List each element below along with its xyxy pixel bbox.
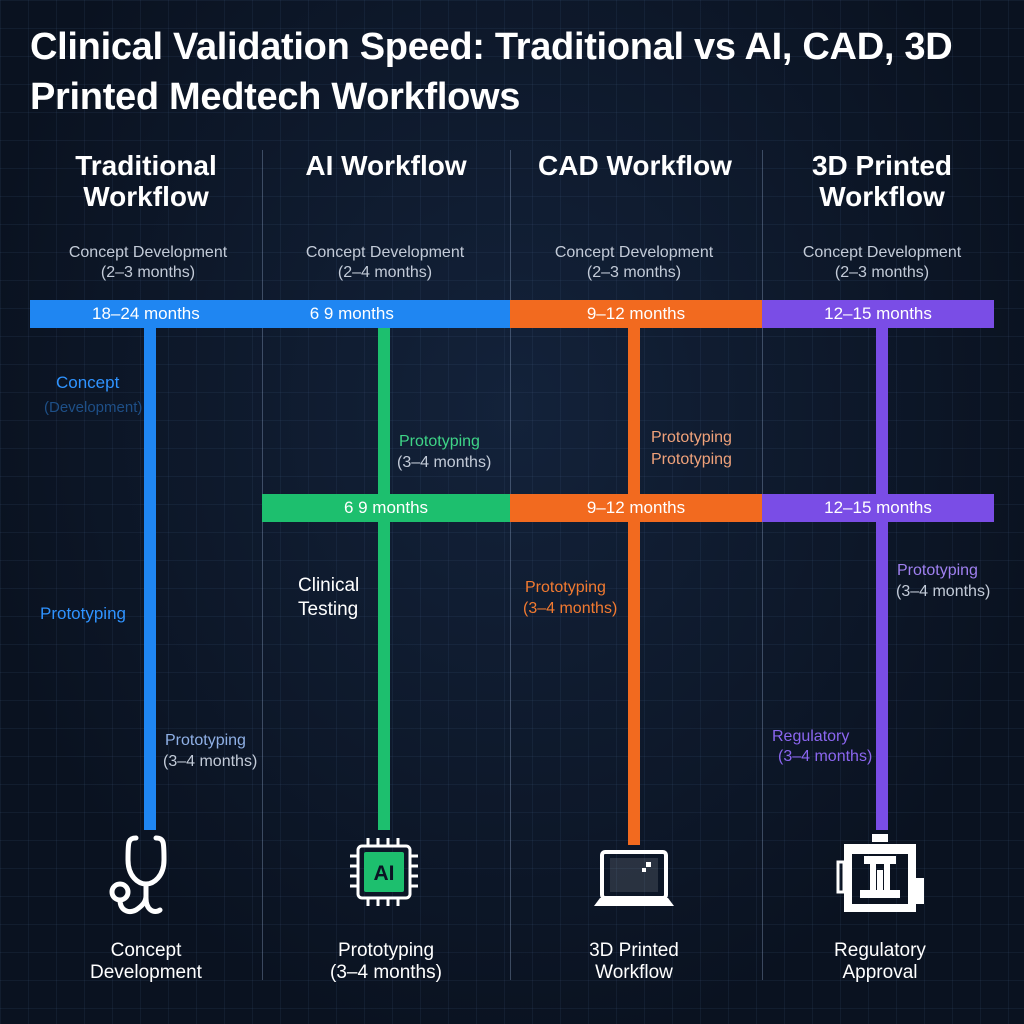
caption-line: 3D Printed — [589, 940, 679, 961]
column-divider — [262, 150, 263, 980]
column-heading-ai: AI Workflow — [305, 150, 467, 181]
phase-duration: (3–4 months) — [778, 748, 873, 765]
phase-label: Prototyping — [40, 604, 126, 623]
duration-band-label: 9–12 months — [586, 304, 686, 323]
caption-line: Development — [90, 962, 202, 983]
icon-caption-3d-printed: Regulatory Approval — [770, 940, 990, 984]
ai-chip-icon: AI — [334, 832, 434, 922]
concept-phase-3d-printed: Concept Development (2–3 months) — [762, 243, 1002, 283]
column-heading-traditional: Traditional Workflow — [75, 150, 217, 212]
duration-band-3d-printed-mid: 12–15 months — [762, 494, 994, 522]
timeline-line-3d-printed — [876, 300, 888, 830]
icon-caption-cad: 3D Printed Workflow — [524, 940, 744, 984]
phase-label: Prototyping — [897, 562, 978, 579]
phase-label: Concept — [56, 373, 120, 392]
phase-label: Regulatory — [772, 728, 850, 745]
duration-band-label: 6 9 months — [309, 304, 394, 323]
duration-band-cad: 9–12 months — [510, 300, 762, 328]
phase-duration: (3–4 months) — [163, 753, 258, 770]
column-divider — [762, 150, 763, 980]
concept-phase-traditional: Concept Development (2–3 months) — [28, 243, 268, 283]
concept-phase-duration: (2–4 months) — [337, 264, 433, 281]
icon-caption-traditional: Concept Development — [36, 940, 256, 984]
phase-label: Prototyping — [651, 429, 732, 446]
phase-label-faded: (Development) — [44, 399, 143, 416]
phase-label: Prototyping — [525, 579, 606, 596]
timeline-line-cad — [628, 300, 640, 845]
concept-phase-label: Concept Development — [305, 244, 465, 261]
concept-phase-duration: (2–3 months) — [100, 264, 196, 281]
caption-line: Regulatory — [834, 940, 926, 961]
phase-label: Prototyping — [399, 433, 480, 450]
ai-chip-label: AI — [373, 862, 395, 885]
concept-phase-duration: (2–3 months) — [586, 264, 682, 281]
duration-band-traditional: 18–24 months 6 9 months — [30, 300, 510, 328]
caption-line: Concept — [110, 940, 182, 961]
caption-line: (3–4 months) — [330, 962, 442, 983]
timeline-line-traditional — [144, 300, 156, 830]
concept-phase-cad: Concept Development (2–3 months) — [514, 243, 754, 283]
3d-printer-icon — [830, 832, 930, 922]
concept-phase-label: Concept Development — [554, 244, 714, 261]
duration-band-label: 9–12 months — [586, 498, 686, 517]
concept-phase-label: Concept Development — [802, 244, 962, 261]
phase-duration: (3–4 months) — [896, 583, 991, 600]
column-heading-cad: CAD Workflow — [538, 150, 732, 181]
column-heading-3d-printed: 3D Printed Workflow — [811, 150, 953, 212]
caption-line: Approval — [842, 962, 918, 983]
duration-band-label: 12–15 months — [824, 498, 932, 517]
phase-duration: (3–4 months) — [523, 600, 618, 617]
laptop-icon — [584, 846, 684, 936]
duration-band-cad-mid: 9–12 months — [510, 494, 762, 522]
concept-phase-duration: (2–3 months) — [834, 264, 930, 281]
concept-phase-label: Concept Development — [68, 244, 228, 261]
duration-band-label: 18–24 months — [92, 304, 200, 323]
phase-label: Prototyping — [651, 451, 732, 468]
phase-label: Clinical — [298, 575, 360, 596]
duration-band-3d-printed: 12–15 months — [762, 300, 994, 328]
duration-band-ai-mid: 6 9 months — [262, 494, 510, 522]
caption-line: Prototyping — [337, 940, 435, 961]
column-divider — [510, 150, 511, 980]
stethoscope-icon — [98, 830, 198, 920]
timeline-line-ai — [378, 300, 390, 830]
caption-line: Workflow — [595, 962, 673, 983]
icon-caption-ai: Prototyping (3–4 months) — [276, 940, 496, 984]
phase-label: Testing — [298, 599, 359, 620]
page-title: Clinical Validation Speed: Traditional v… — [30, 26, 953, 118]
phase-label: Prototyping — [165, 732, 246, 749]
phase-duration: (3–4 months) — [397, 454, 492, 471]
duration-band-label: 12–15 months — [824, 304, 932, 323]
concept-phase-ai: Concept Development (2–4 months) — [265, 243, 505, 283]
duration-band-label: 6 9 months — [343, 498, 429, 517]
